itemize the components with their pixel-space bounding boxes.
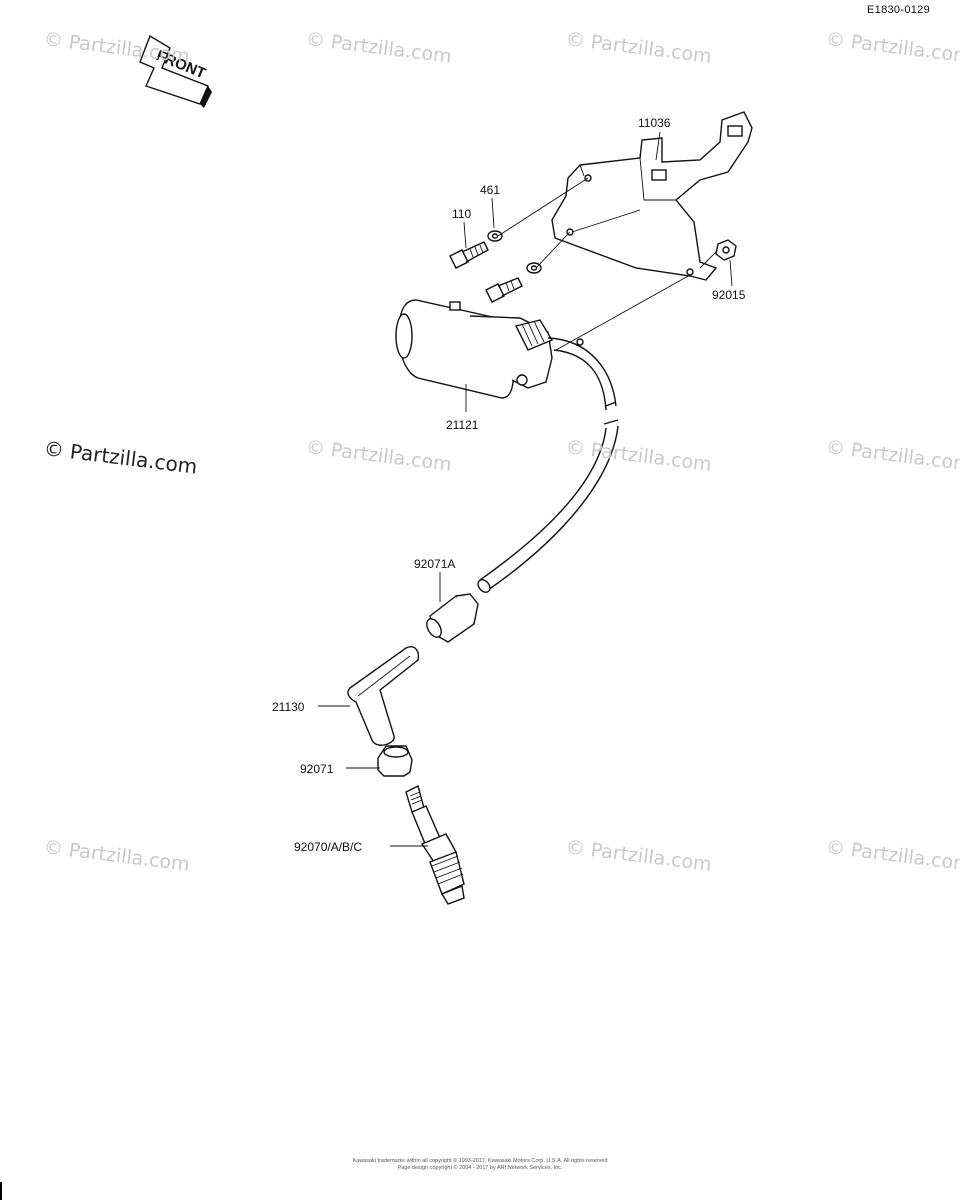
copyright-notice: Kawasaki trademarks within all copyright… <box>0 1158 960 1172</box>
leader-11036 <box>655 131 661 161</box>
leader-461 <box>491 197 495 229</box>
spark-plug-part <box>405 784 465 905</box>
cap-seal-part <box>377 745 413 777</box>
leader-110 <box>463 221 467 249</box>
label-92071[interactable]: 92071 <box>300 762 334 776</box>
bolt-lower <box>485 277 523 303</box>
leader-92015 <box>729 259 733 287</box>
bolt-upper <box>449 241 489 269</box>
label-92015[interactable]: 92015 <box>712 288 746 302</box>
label-11036[interactable]: 11036 <box>638 116 671 130</box>
label-21121[interactable]: 21121 <box>446 418 479 432</box>
copyright-line: Kawasaki trademarks within all copyright… <box>352 1158 608 1164</box>
label-110[interactable]: 110 <box>452 207 472 221</box>
plug-cap-part <box>347 646 420 746</box>
ht-lead-part <box>477 337 619 593</box>
diagram-code: E1830-0129 <box>867 4 930 16</box>
label-92070[interactable]: 92070/A/B/C <box>294 840 363 854</box>
copyright-line: Page design copyright © 2004 - 2017 by A… <box>397 1165 563 1171</box>
coil-cap-part <box>426 593 479 643</box>
left-edge-bar <box>0 1182 2 1200</box>
label-21130[interactable]: 21130 <box>272 700 305 714</box>
label-461[interactable]: 461 <box>480 183 501 197</box>
ignition-coil-part <box>395 299 584 399</box>
label-92071A[interactable]: 92071A <box>414 557 456 571</box>
